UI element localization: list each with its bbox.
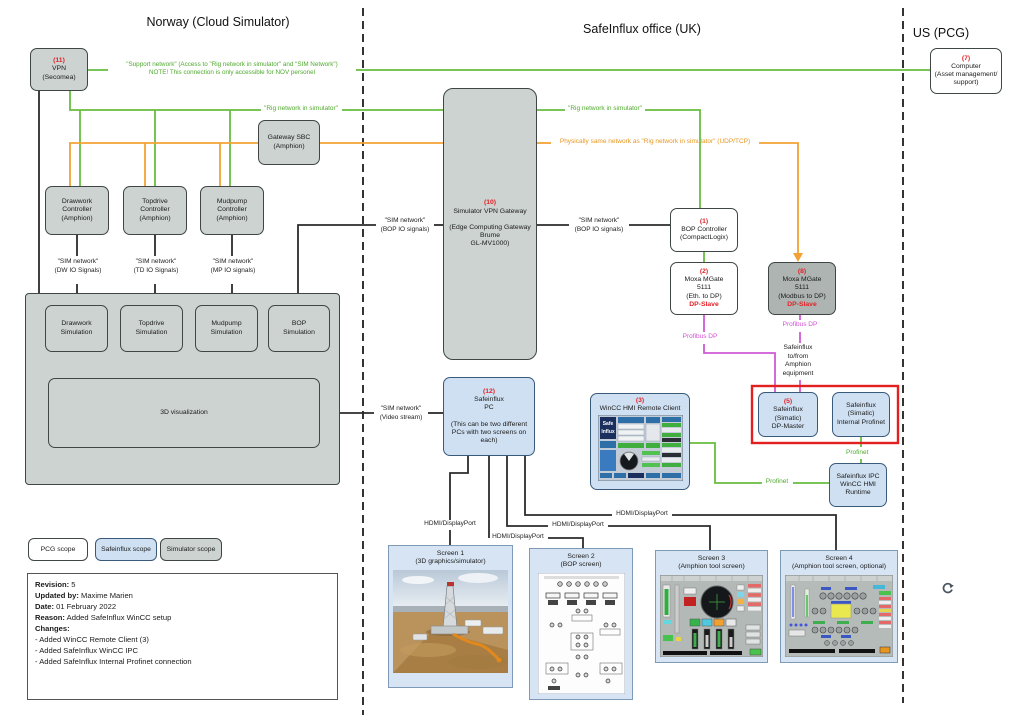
node-moxa-mgate-eth: (2) Moxa MGate 5111 (Eth. to DP) DP-Slav… [670, 262, 738, 315]
screen1-preview-image [393, 569, 508, 673]
svg-text:Safe: Safe [602, 421, 613, 427]
rig-network-line [69, 91, 261, 111]
node-drawwork-controller: Drawwork Controller (Amphion) [45, 186, 109, 235]
node-topdrive-controller: Topdrive Controller (Amphion) [123, 186, 187, 235]
label-sim-network-bop-right: "SIM network" (BOP IO signals) [574, 217, 624, 233]
hdmi-line-1 [449, 456, 469, 520]
label-profibus-right: Profibus DP [782, 321, 818, 328]
hdmi-line-3 [506, 456, 548, 527]
revision-row: - Added SafeInflux WinCC IPC [35, 646, 138, 655]
label-sim-network-bop-left: "SIM network" (BOP IO signals) [380, 217, 430, 233]
screen2-preview-image [537, 572, 625, 694]
label-safeinflux-tofrom: Safeinflux to/from Amphion equipment [782, 344, 814, 377]
node-drawwork-simulation: Drawwork Simulation [45, 305, 108, 352]
legend-simulator-scope: Simulator scope [160, 538, 222, 561]
node-gateway-sbc: Gateway SBC (Amphion) [258, 120, 320, 165]
revision-row: Reason: Added SafeInflux WinCC setup [35, 613, 172, 622]
screen4-panel: Screen 4 (Amphion tool screen, optional) [780, 550, 898, 663]
svg-text:Influx: Influx [601, 429, 615, 435]
label-profibus-left: Profibus DP [682, 333, 718, 340]
udp-network-line [69, 142, 258, 186]
label-hdmi-3: HDMI/DisplayPort [552, 521, 604, 528]
screen3-preview-image [660, 574, 763, 657]
screen3-panel: Screen 3 (Amphion tool screen) [655, 550, 768, 663]
profinet-line [690, 442, 762, 484]
node-moxa-mgate-modbus: (8) Moxa MGate 5111 (Modbus to DP) DP-Sl… [768, 262, 836, 315]
zone-title-us: US (PCG) [912, 26, 970, 40]
screen2-panel: Screen 2 (BOP screen) [529, 548, 633, 700]
zone-title-uk: SafeInflux office (UK) [583, 22, 701, 36]
node-computer: (7) Computer (Asset management/ support) [930, 48, 1002, 94]
node-topdrive-simulation: Topdrive Simulation [120, 305, 183, 352]
revision-row: - Added WinCC Remote Client (3) [35, 635, 149, 644]
node-bop-controller: (1) BOP Controller (CompactLogix) [670, 208, 738, 252]
orange-arrowhead [793, 253, 803, 262]
revision-row: Date: 01 February 2022 [35, 602, 117, 611]
revision-box: Revision: 5 Updated by: Maxime Marien Da… [27, 573, 338, 700]
label-physically-same-network: Physically same network as "Rig network … [559, 138, 751, 145]
hmi-screenshot-preview: Safe Influx [597, 415, 683, 482]
node-safeinflux-dp-master: (5) Safeinflux (Simatic) DP-Master [758, 392, 818, 437]
node-safeinflux-pc: (12) Safeinflux PC (This can be two diff… [443, 377, 535, 456]
label-rig-network-right: "Rig network in simulator" [568, 105, 642, 112]
rotate-cursor-icon [942, 582, 954, 594]
label-rig-network-left: "Rig network in simulator" [264, 105, 338, 112]
revision-row: Revision: 5 [35, 580, 76, 589]
node-bop-simulation: BOP Simulation [268, 305, 330, 352]
node-vpn: (11) VPN (Secomea) [30, 48, 88, 91]
label-sim-network-td: "SIM network" (TD IO Signals) [133, 258, 179, 274]
label-hdmi-1: HDMI/DisplayPort [424, 520, 476, 527]
label-profinet-horizontal: Profinet [765, 478, 789, 485]
node-simulator-vpn-gateway: (10) Simulator VPN Gateway (Edge Computi… [443, 88, 537, 360]
node-3d-visualization: 3D visualization [48, 378, 320, 448]
node-mudpump-simulation: Mudpump Simulation [195, 305, 258, 352]
revision-row: Changes: [35, 624, 70, 633]
screen4-preview-image [785, 574, 893, 657]
label-sim-network-mp: "SIM network" (MP IO signals) [210, 258, 256, 274]
label-hdmi-4: HDMI/DisplayPort [616, 510, 668, 517]
label-sim-network-video: "SIM network" (Video stream) [379, 405, 423, 421]
revision-row: - Added SafeInflux Internal Profinet con… [35, 657, 192, 666]
legend-safeinflux-scope: Safeinflux scope [95, 538, 157, 561]
node-mudpump-controller: Mudpump Controller (Amphion) [200, 186, 264, 235]
label-hdmi-2: HDMI/DisplayPort [492, 533, 544, 540]
legend-pcg-scope: PCG scope [28, 538, 88, 561]
label-sim-network-dw: "SIM network" (DW IO Signals) [54, 258, 102, 274]
node-wincc-hmi-remote-client: (3) WinCC HMI Remote Client Safe Influx [590, 393, 690, 490]
label-support-network: "Support network" (Access to "Rig networ… [126, 61, 338, 76]
revision-row: Updated by: Maxime Marien [35, 591, 133, 600]
label-profinet-vertical: Profinet [846, 449, 869, 456]
screen1-panel: Screen 1 (3D graphics/simulator) [388, 545, 513, 688]
zone-title-norway: Norway (Cloud Simulator) [146, 15, 290, 29]
node-safeinflux-internal-profinet: Safeinflux (Simatic) Internal Profinet [832, 392, 890, 437]
node-safeinflux-ipc-runtime: Safeinflux IPC WinCC HMI Runtime [829, 463, 887, 507]
